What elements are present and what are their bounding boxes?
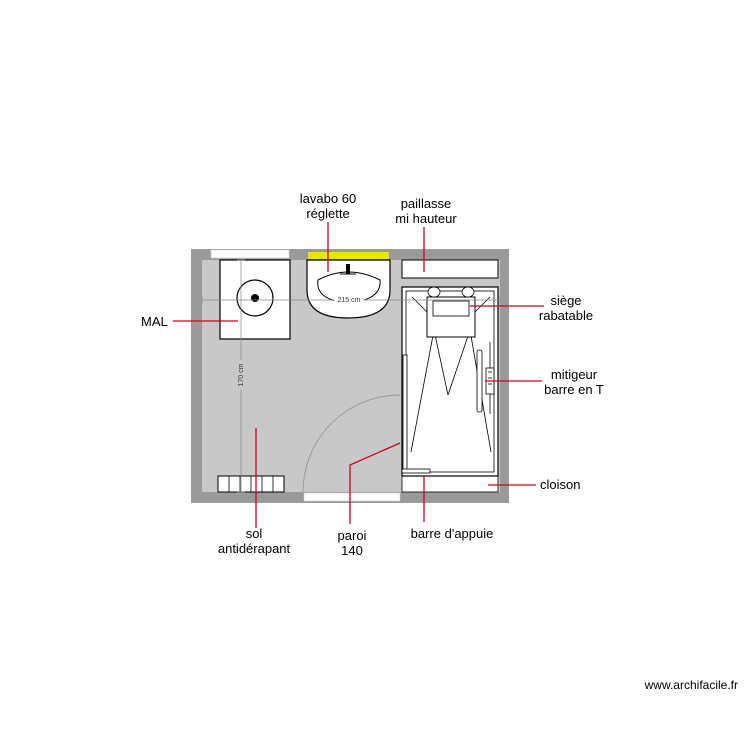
label-paroi-1: paroi [338, 528, 367, 543]
window-top [210, 249, 290, 259]
label-siege-1: siège [550, 293, 581, 308]
label-mitigeur-1: mitigeur [551, 367, 598, 382]
shower [401, 286, 499, 477]
label-paillasse-2: mi hauteur [395, 211, 457, 226]
watermark: www.archifacile.fr [644, 678, 738, 692]
mixer-bar [476, 349, 483, 413]
label-siege-2: rabatable [539, 308, 593, 323]
labels: lavabo 60 réglette paillasse mi hauteur … [141, 191, 738, 692]
label-mal: MAL [141, 314, 168, 329]
grab-bar [401, 468, 431, 474]
label-cloison: cloison [540, 477, 580, 492]
label-paroi-2: 140 [341, 543, 363, 558]
reglette [308, 252, 389, 259]
label-sol-1: sol [246, 526, 263, 541]
label-barre: barre d'appuie [411, 526, 494, 541]
label-lavabo-2: réglette [306, 206, 349, 221]
door-swing [302, 394, 401, 493]
glass-partition [402, 354, 408, 471]
sink [306, 259, 391, 319]
label-sol-2: antidérapant [218, 541, 291, 556]
partition [401, 475, 499, 493]
dimension-width: 215 cm [338, 297, 361, 304]
radiator [217, 475, 285, 493]
label-mitigeur-2: barre en T [544, 382, 604, 397]
dimension-lines: 215 cm 170 cm [201, 259, 501, 493]
door-opening [303, 492, 401, 502]
washing-machine [219, 259, 291, 340]
label-lavabo-1: lavabo 60 [300, 191, 356, 206]
label-paillasse-1: paillasse [401, 196, 452, 211]
counter [401, 259, 499, 279]
leader-lines [173, 222, 544, 528]
dimension-height: 170 cm [238, 363, 245, 386]
